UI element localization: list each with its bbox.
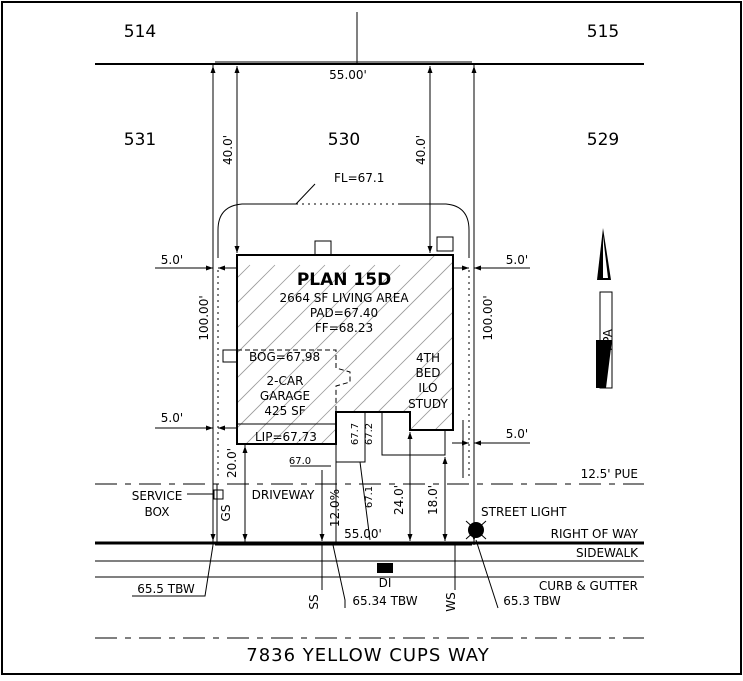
grade-label-67-1: 67.1 [364, 486, 375, 508]
popout-right [436, 236, 454, 252]
north-arrow-text: PPA [601, 328, 615, 351]
garage-line [237, 349, 351, 412]
house-pad: PAD=67.40 [310, 306, 378, 320]
curb-gutter-label: CURB & GUTTER [539, 579, 638, 593]
service-box-label-1: SERVICE [132, 489, 183, 503]
garage-label-1: 2-CAR [267, 374, 304, 388]
dim-rear-width-label: 55.00' [329, 68, 367, 82]
g4-leader [359, 461, 371, 541]
dim-front-width-label: 55.00' [344, 527, 382, 541]
ws-label: WS [444, 592, 458, 611]
envelope-right [400, 203, 470, 258]
popout-top [314, 240, 332, 256]
grade-label-67-7: 67.7 [350, 423, 361, 445]
tbw-left-label: 65.5 TBW [137, 582, 195, 596]
right-of-way-label: RIGHT OF WAY [551, 527, 639, 541]
lip-grade-label: LIP=67.73 [255, 430, 317, 444]
lot-number-529: 529 [587, 130, 619, 150]
garage-label-3: 425 SF [264, 404, 305, 418]
service-box-label-2: BOX [145, 505, 170, 519]
dim-front-right-label: 18.0' [426, 485, 440, 515]
tbw-right-leader [475, 539, 499, 609]
grade-label-67-0: 67.0 [289, 456, 311, 467]
dim-depth-left-label: 100.00' [197, 295, 211, 340]
dim-side-rb-label: 5.0' [506, 427, 528, 441]
di-label: DI [379, 576, 392, 590]
bedroom-label-1: 4TH [416, 351, 440, 365]
house-living-area: 2664 SF LIVING AREA [279, 291, 409, 305]
service-box [213, 489, 224, 500]
tbw-center-label: 65.34 TBW [352, 594, 417, 608]
driveway-slope-label: 12.0% [328, 489, 342, 527]
tbw-left-leader [132, 544, 214, 597]
fl-grade-label: FL=67.1 [334, 171, 384, 185]
driveway-label: DRIVEWAY [252, 488, 315, 502]
bedroom-label-3: ILO [418, 381, 437, 395]
dim-side-lt-label: 5.0' [161, 253, 183, 267]
dim-front-left-label: 20.0' [225, 448, 239, 478]
tbw-right-label: 65.3 TBW [503, 594, 561, 608]
north-arrow-icon [596, 228, 613, 389]
dim-rear-left-label: 40.0' [221, 135, 235, 165]
lot-number-514: 514 [124, 22, 156, 42]
porch-outline [335, 412, 366, 463]
house-plan-title: PLAN 15D [297, 270, 391, 290]
dim-side-lb-label: 5.0' [161, 411, 183, 425]
garage-label-2: GARAGE [260, 389, 310, 403]
dim-depth-right-label: 100.00' [481, 295, 495, 340]
street-name-label: 7836 YELLOW CUPS WAY [246, 645, 489, 666]
fl-leader [295, 183, 316, 205]
drain-inlet [377, 563, 393, 573]
rear-step [381, 412, 446, 456]
pue-label: 12.5' PUE [581, 467, 638, 481]
bog-grade-label: BOG=67.98 [249, 350, 320, 364]
lot-number-531: 531 [124, 130, 156, 150]
popout-left [222, 349, 238, 363]
bedroom-label-2: BED [415, 366, 440, 380]
house-outline [236, 254, 454, 445]
dim-rear-right-label: 40.0' [414, 135, 428, 165]
envelope-left [217, 203, 296, 258]
street-light-label: STREET LIGHT [481, 505, 567, 519]
lot-number-515: 515 [587, 22, 619, 42]
sidewalk-label: SIDEWALK [576, 546, 639, 560]
ss-label: SS [307, 594, 321, 609]
gs-label: GS [219, 505, 233, 522]
grade-label-67-2: 67.2 [364, 423, 375, 445]
tbw-center-leader [332, 544, 346, 608]
dim-side-rt-label: 5.0' [506, 253, 528, 267]
house-ff: FF=68.23 [315, 321, 373, 335]
dim-front-center-label: 24.0' [392, 485, 406, 515]
lot-number-530: 530 [328, 130, 360, 150]
bedroom-label-4: STUDY [408, 397, 448, 411]
